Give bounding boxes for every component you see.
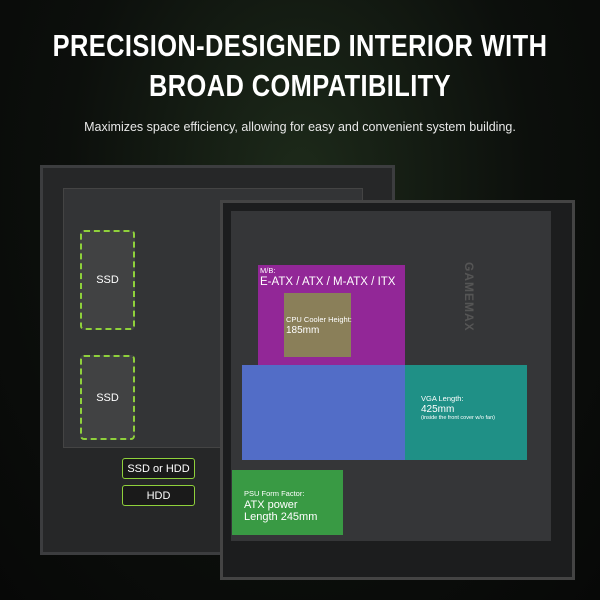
headline-line-1: PRECISION-DESIGNED INTERIOR WITH bbox=[52, 28, 548, 63]
vga-label: VGA Length: 425mm (inside the front cove… bbox=[421, 394, 495, 422]
headline: PRECISION-DESIGNED INTERIOR WITH BROAD C… bbox=[0, 26, 600, 106]
motherboard-label: M/B: E-ATX / ATX / M-ATX / ITX bbox=[260, 266, 396, 289]
ssd-bay-1: SSD bbox=[80, 230, 135, 330]
vga-label-text: VGA Length: bbox=[421, 394, 464, 403]
bay-label: HDD bbox=[146, 489, 171, 502]
hdd-bay: HDD bbox=[122, 485, 195, 506]
psu-value-2: Length 245mm bbox=[244, 511, 318, 524]
cpu-cooler-label: CPU Cooler Height: 185mm bbox=[286, 315, 352, 336]
cpu-value: 185mm bbox=[286, 324, 320, 336]
psu-label: PSU Form Factor: ATX power Length 245mm bbox=[244, 489, 318, 524]
vga-value: 425mm bbox=[421, 403, 455, 415]
cpu-label: CPU Cooler Height: bbox=[286, 315, 352, 324]
ssd-hdd-bay: SSD or HDD bbox=[122, 458, 195, 479]
ssd-bay-2: SSD bbox=[80, 355, 135, 440]
vga-note: (inside the front cover w/o fan) bbox=[421, 415, 495, 422]
brand-logo: GAMEMAX bbox=[462, 262, 476, 332]
mb-label: M/B: bbox=[260, 266, 276, 275]
bay-label: SSD or HDD bbox=[127, 462, 190, 475]
psu-zone bbox=[232, 470, 343, 535]
subtitle: Maximizes space efficiency, allowing for… bbox=[84, 120, 516, 134]
cpu-cooler-zone bbox=[284, 293, 351, 357]
bay-label: SSD bbox=[96, 274, 119, 286]
mb-value: E-ATX / ATX / M-ATX / ITX bbox=[260, 275, 396, 288]
psu-value-1: ATX power bbox=[244, 498, 298, 511]
bay-label: SSD bbox=[96, 391, 119, 404]
psu-label-text: PSU Form Factor: bbox=[244, 489, 305, 498]
headline-line-2: BROAD COMPATIBILITY bbox=[149, 68, 451, 103]
vga-overlap-zone bbox=[242, 365, 405, 460]
